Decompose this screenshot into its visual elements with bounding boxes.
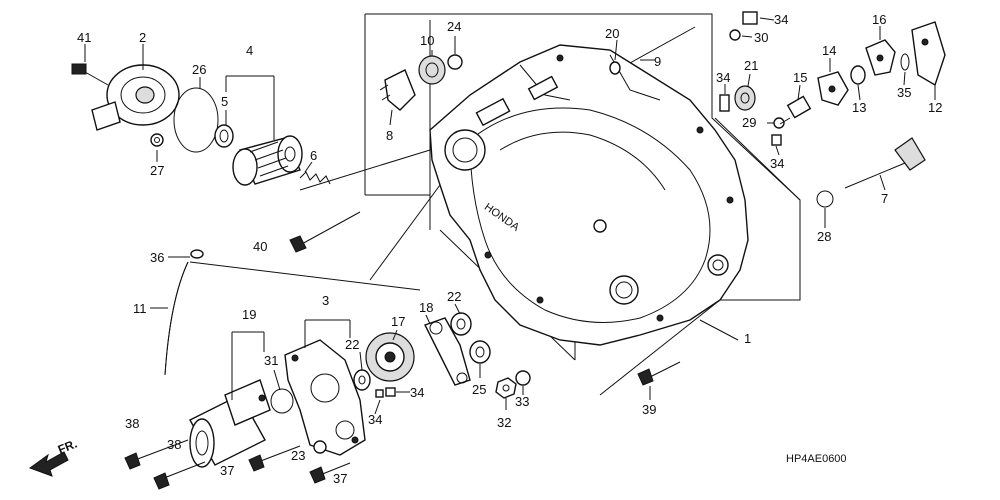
callout: 37	[333, 471, 347, 486]
washer-23	[313, 440, 327, 454]
callout: 24	[447, 19, 461, 34]
callout: 34	[410, 385, 424, 400]
o-ring-26	[173, 87, 219, 153]
callout: 39	[642, 402, 656, 417]
callout: 36	[150, 250, 164, 265]
callout: 25	[472, 382, 486, 397]
o-ring-31	[270, 388, 294, 414]
callout: 11	[133, 301, 147, 316]
callout: 35	[897, 85, 911, 100]
dowel-34-right	[771, 134, 782, 146]
callout: 8	[386, 128, 393, 143]
callout: 41	[77, 30, 91, 45]
callout: 6	[310, 148, 317, 163]
callout: 9	[654, 54, 661, 69]
bolt-38-upper	[124, 439, 189, 470]
callout: 13	[852, 100, 866, 115]
bracket-12	[911, 21, 946, 87]
callout: 29	[742, 115, 756, 130]
bearing-22-upper	[450, 312, 472, 336]
callout: 15	[793, 70, 807, 85]
callout: 37	[220, 463, 234, 478]
o-ring-28	[816, 190, 834, 208]
callout: 21	[744, 58, 758, 73]
callout: 1	[744, 331, 751, 346]
cap-34-top	[742, 11, 758, 25]
bolt-38-lower	[153, 461, 206, 490]
oil-pipe-11	[164, 249, 204, 376]
oil-filter-element	[214, 124, 303, 186]
callout: 40	[253, 239, 267, 254]
leader-lines	[84, 17, 936, 415]
callout: 5	[221, 94, 228, 109]
bearing-22-lower	[353, 369, 371, 391]
seal-24	[447, 54, 463, 70]
oil-strainer-8	[379, 69, 416, 111]
callout: 14	[822, 43, 836, 58]
plate-16	[865, 39, 896, 76]
callout: 20	[605, 26, 619, 41]
callout: 12	[928, 100, 942, 115]
callout: 31	[264, 353, 278, 368]
washer-27	[150, 133, 164, 147]
callout-numbers: 41 2 26 4 5 27 6 40 36 11 19 31 3 22 17 …	[77, 12, 942, 486]
nut-32	[495, 377, 517, 399]
oil-filter-cover	[71, 63, 180, 131]
gear-10	[418, 55, 446, 85]
callout: 17	[391, 314, 405, 329]
callout: 38	[125, 416, 139, 431]
reduction-gear-17	[365, 332, 415, 382]
dowel-34-mid	[719, 94, 730, 112]
washer-30	[729, 29, 741, 41]
callout: 10	[420, 33, 434, 48]
front-direction-label: FR.	[56, 437, 79, 457]
bearing-25	[469, 340, 491, 364]
callout: 34	[774, 12, 788, 27]
dowel-pins-34-lower	[375, 387, 396, 398]
idle-arm-18	[424, 317, 471, 386]
washer-20	[609, 61, 621, 75]
callout: 3	[322, 293, 329, 308]
callout: 22	[447, 289, 461, 304]
cam-14	[817, 71, 849, 106]
callout: 27	[150, 163, 164, 178]
callout: 26	[192, 62, 206, 77]
callout: 28	[817, 229, 831, 244]
callout: 34	[770, 156, 784, 171]
bolt-39	[637, 361, 681, 386]
callout: 30	[754, 30, 768, 45]
starter-gear-cover	[284, 339, 366, 456]
bearing-21	[734, 85, 756, 111]
callout: 2	[139, 30, 146, 45]
callout: 34	[368, 412, 382, 427]
front-direction-arrow: FR.	[28, 437, 79, 477]
spring-6	[299, 171, 331, 185]
callout: 33	[515, 394, 529, 409]
callout: 18	[419, 300, 433, 315]
washer-33	[515, 370, 531, 386]
pin-35	[900, 53, 910, 71]
callout: 34	[716, 70, 730, 85]
starter-motor	[189, 379, 271, 468]
bearing-13	[850, 65, 866, 85]
callout: 32	[497, 415, 511, 430]
callout: 7	[881, 191, 888, 206]
bolt-37-lower	[309, 462, 351, 484]
switch-15	[779, 95, 812, 125]
callout: 4	[246, 43, 253, 58]
rear-crankcase-cover: HONDA	[429, 44, 749, 346]
callout: 16	[872, 12, 886, 27]
callout: 19	[242, 307, 256, 322]
dipstick-7	[844, 137, 926, 189]
shaft-9	[629, 26, 696, 64]
diagram-code: HP4AE0600	[786, 453, 847, 465]
bolt-40	[289, 211, 361, 253]
callout: 23	[291, 448, 305, 463]
callout: 22	[345, 337, 359, 352]
bolt-37-upper	[248, 445, 301, 472]
callout: 38	[167, 437, 181, 452]
